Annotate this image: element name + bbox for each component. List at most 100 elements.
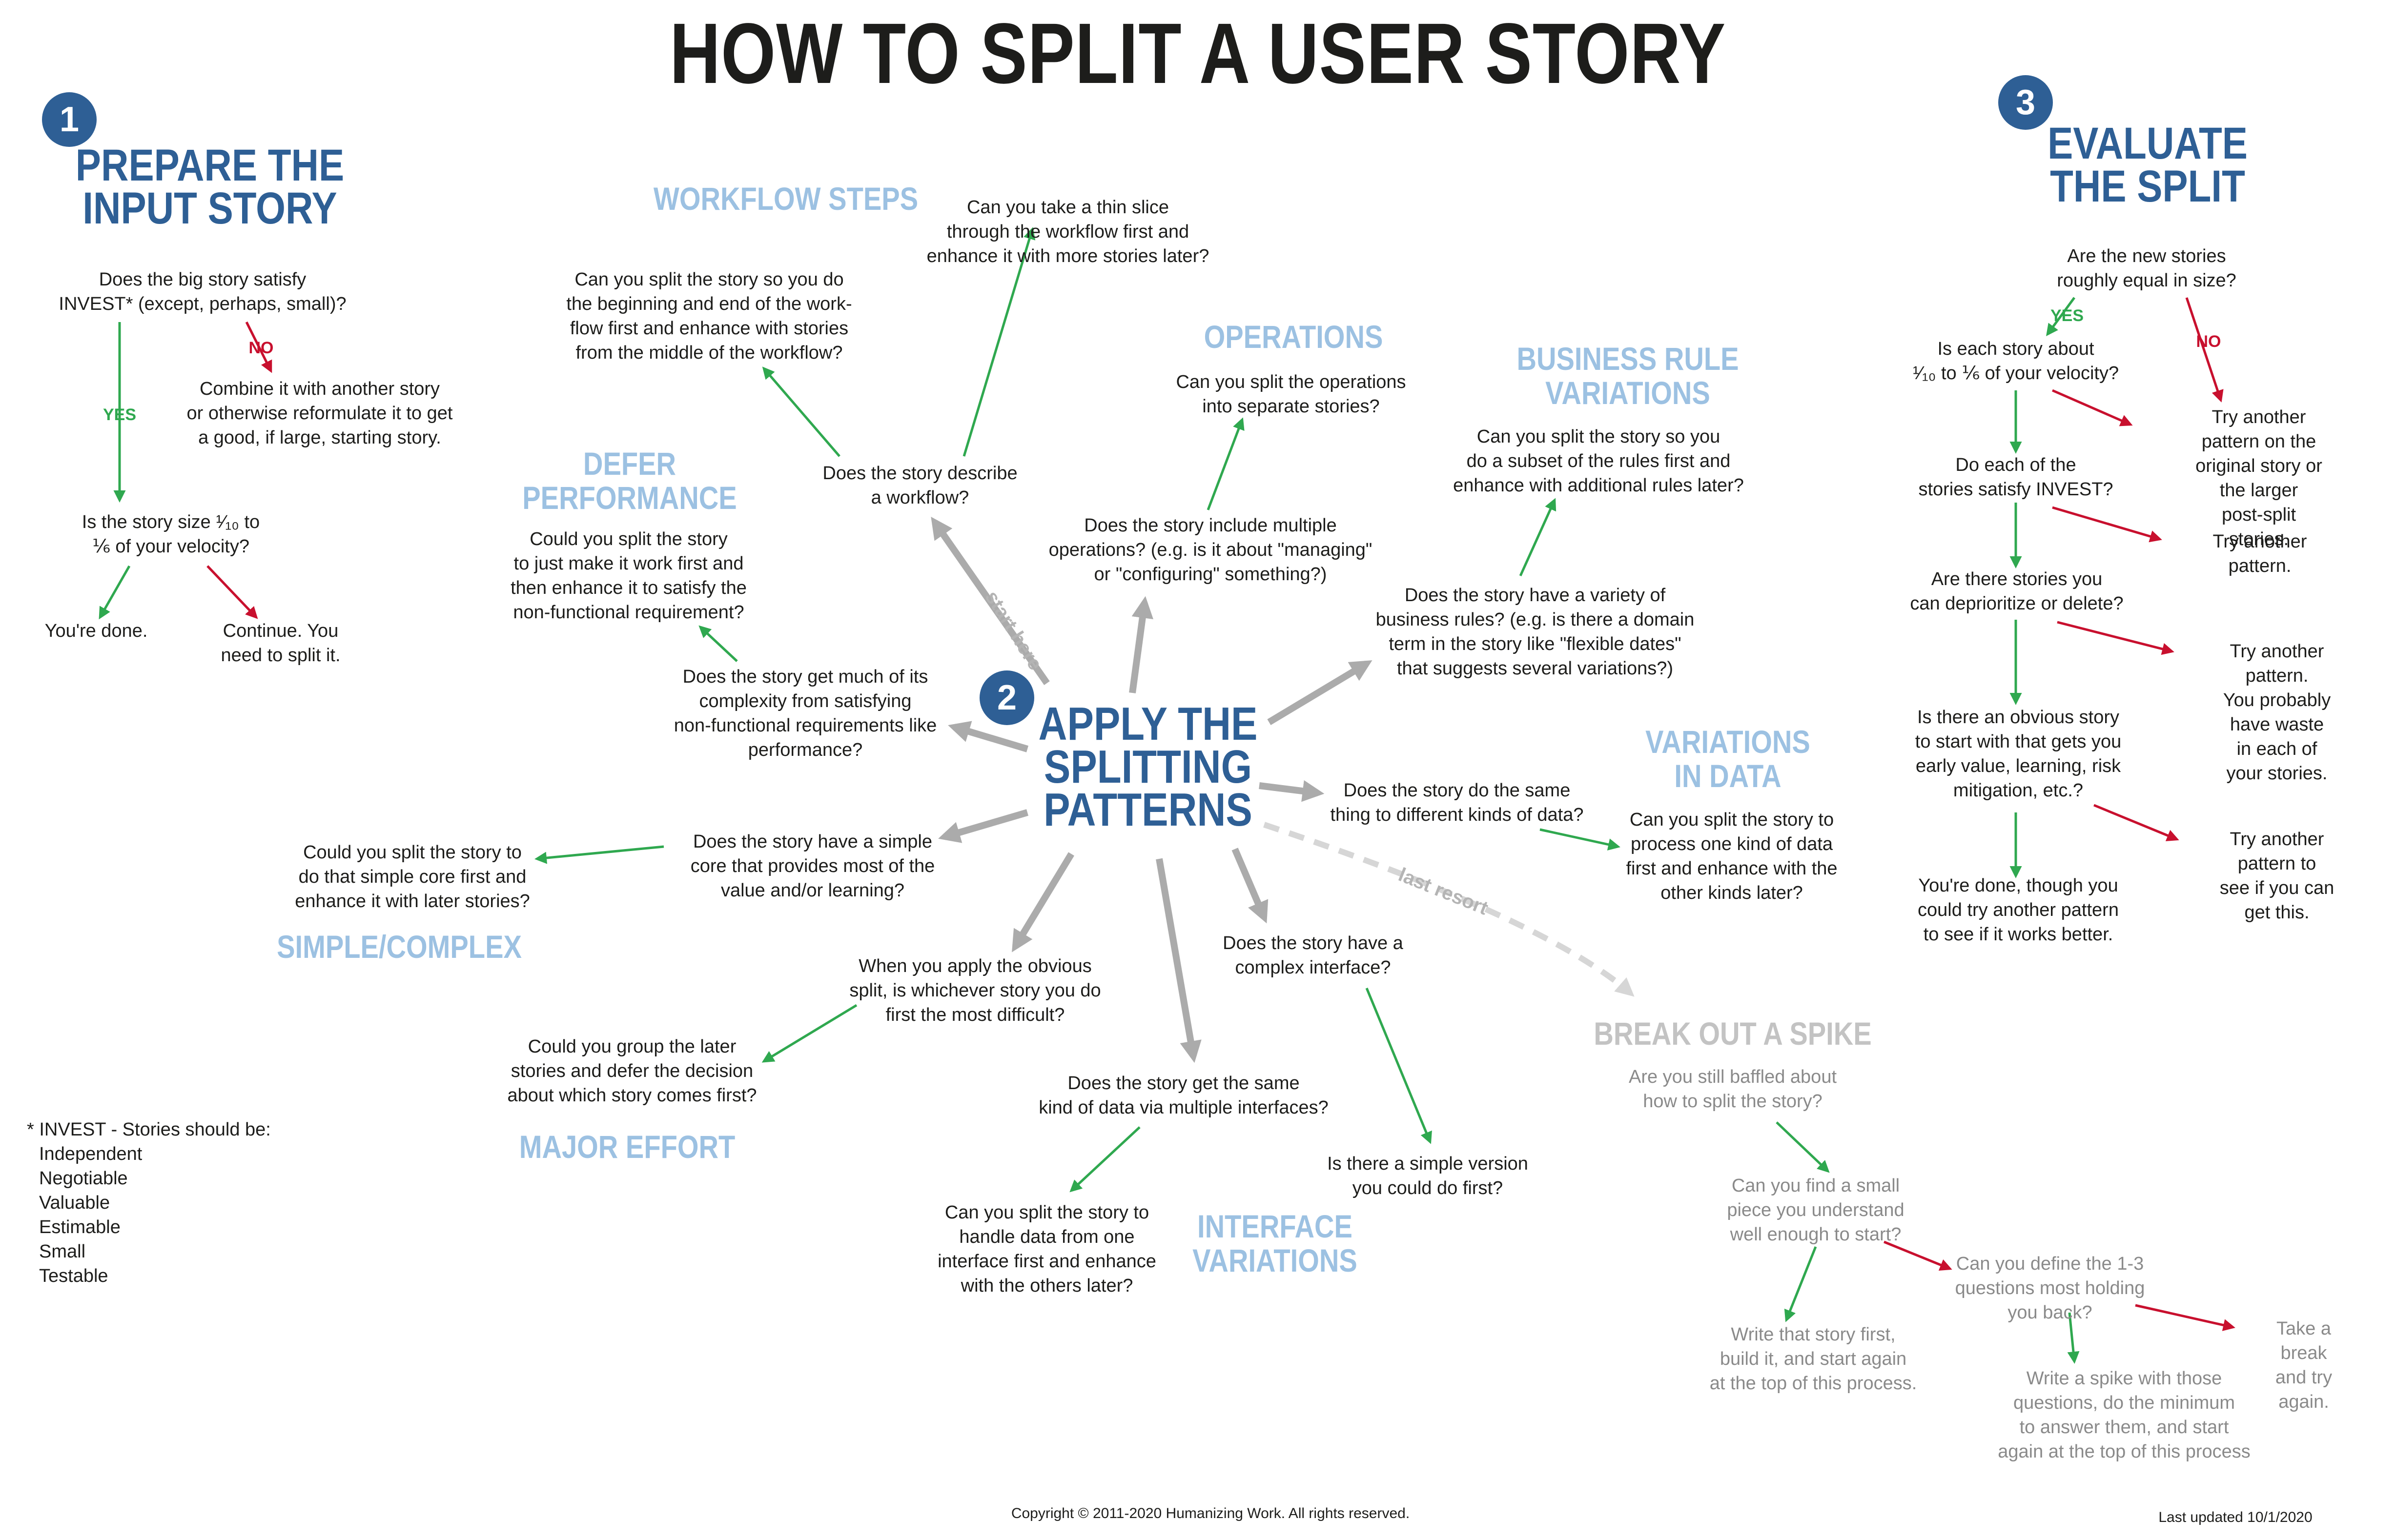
- s3-result-get-this: Try another pattern to see if you can ge…: [2219, 829, 2335, 923]
- defer-answer: Could you split the story to just make i…: [511, 529, 747, 623]
- arrow-workflow-opt1: [762, 366, 840, 457]
- copyright-text: Copyright © 2011-2020 Humanizing Work. A…: [1011, 1505, 1410, 1521]
- spike-heading: BREAK OUT A SPIKE: [1594, 1015, 1872, 1052]
- arrow-spike-3: [1884, 1240, 1952, 1271]
- arrow-s3-r3: [2057, 621, 2174, 655]
- arrow-s3-r2: [2052, 506, 2162, 543]
- spoke-multi-interface: [1156, 858, 1202, 1063]
- s3-question-velocity: Is each story about ¹⁄₁₀ to ⅙ of your ve…: [1912, 339, 2119, 384]
- arrow-data: [1539, 828, 1620, 851]
- workflow-heading: WORKFLOW STEPS: [653, 181, 919, 217]
- arrow-s1-continue: [206, 565, 258, 619]
- page-title: HOW TO SPLIT A USER STORY: [669, 6, 1726, 101]
- spoke-defer: [948, 721, 1029, 752]
- simple-question: Does the story have a simple core that p…: [690, 831, 935, 901]
- section-3-heading: EVALUATE THE SPLIT: [2048, 119, 2248, 211]
- spike-question-define: Can you define the 1-3 questions most ho…: [1955, 1254, 2145, 1323]
- s3-question-invest: Do each of the stories satisfy INVEST?: [1918, 455, 2113, 500]
- step-1-badge: 1: [42, 92, 97, 147]
- invest-item: Small: [39, 1241, 86, 1262]
- arrow-business-rules: [1519, 498, 1556, 577]
- s3-question-equal: Are the new stories roughly equal in siz…: [2057, 246, 2236, 291]
- s3-result-try-another: Try another pattern.: [2212, 531, 2307, 576]
- interface-multi-answer: Can you split the story to handle data f…: [938, 1202, 1156, 1296]
- spike-answer-write-story: Write that story first, build it, and st…: [1709, 1324, 1917, 1394]
- arrow-s3-r4: [2093, 804, 2179, 841]
- spoke-operations: [1129, 596, 1153, 693]
- business-rules-question: Does the story have a variety of busines…: [1375, 585, 1695, 679]
- invest-item: Valuable: [39, 1193, 110, 1213]
- major-question: When you apply the obvious split, is whi…: [849, 956, 1101, 1025]
- business-rules-heading: BUSINESS RULE VARIATIONS: [1516, 341, 1739, 411]
- data-answer: Can you split the story to process one k…: [1626, 810, 1838, 903]
- arrow-operations: [1207, 417, 1245, 510]
- s1-combine-text: Combine it with another story or otherwi…: [186, 379, 453, 448]
- arrow-spike-1: [1776, 1121, 1830, 1173]
- s1-done-text: You're done.: [44, 621, 148, 641]
- arrow-major: [761, 1004, 858, 1063]
- invest-item: Testable: [39, 1266, 108, 1286]
- s3-done-text: You're done, though you could try anothe…: [1918, 875, 2119, 945]
- operations-question: Does the story include multiple operatio…: [1048, 515, 1372, 585]
- s1-yes-label: YES: [102, 405, 137, 424]
- defer-question: Does the story get much of its complexit…: [674, 667, 937, 760]
- spoke-data: [1259, 780, 1325, 802]
- step-3-badge: 3: [1998, 75, 2053, 130]
- spoke-complex-interface: [1231, 848, 1269, 924]
- s1-question-size: Is the story size ¹⁄₁₀ to ⅙ of your velo…: [82, 512, 260, 557]
- arrow-simple: [534, 845, 664, 864]
- spoke-workflow: [931, 516, 1050, 686]
- section-1-heading: PREPARE THE INPUT STORY: [75, 141, 345, 233]
- spike-answer-write-spike: Write a spike with those questions, do t…: [1998, 1368, 2251, 1462]
- business-rules-answer: Can you split the story so you do a subs…: [1453, 426, 1744, 496]
- data-question: Does the story do the same thing to diff…: [1330, 780, 1584, 825]
- invest-item: Estimable: [39, 1217, 121, 1237]
- invest-item: Independent: [39, 1144, 143, 1164]
- major-effort-heading: MAJOR EFFORT: [519, 1129, 736, 1165]
- s3-question-deprioritize: Are there stories you can deprioritize o…: [1910, 569, 2124, 614]
- arrow-s3-yes: [2046, 297, 2076, 337]
- arrow-s1-done: [99, 565, 131, 620]
- s1-question-invest: Does the big story satisfy INVEST* (exce…: [59, 269, 347, 314]
- major-answer: Could you group the later stories and de…: [507, 1036, 757, 1106]
- section-2-heading: APPLY THE SPLITTING PATTERNS: [1038, 698, 1258, 836]
- workflow-opt-thin-slice: Can you take a thin slice through the wo…: [926, 197, 1209, 266]
- spoke-simple: [938, 809, 1028, 843]
- s3-result-waste: Try another pattern. You probably have w…: [2223, 641, 2331, 784]
- arrow-s3-r1: [2051, 389, 2133, 426]
- operations-answer: Can you split the operations into separa…: [1176, 372, 1406, 417]
- interface-multi-question: Does the story get the same kind of data…: [1039, 1073, 1329, 1118]
- arrow-defer: [698, 625, 738, 662]
- arrow-complex-interface: [1365, 988, 1432, 1144]
- arrow-s3-no: [2185, 297, 2224, 403]
- s3-question-obvious: Is there an obvious story to start with …: [1915, 707, 2122, 801]
- operations-heading: OPERATIONS: [1204, 319, 1383, 355]
- arrow-multi-interface: [1069, 1126, 1141, 1193]
- spoke-last-resort: [1263, 822, 1635, 997]
- arrow-spike-2: [1784, 1246, 1817, 1322]
- spoke-business-rules: [1267, 660, 1372, 726]
- s1-continue-text: Continue. You need to split it.: [221, 621, 341, 666]
- s3-yes-label: YES: [2050, 306, 2084, 325]
- invest-item: Negotiable: [39, 1168, 128, 1189]
- arrow-workflow-opt2: [962, 227, 1036, 457]
- arrow-spike-5: [2135, 1304, 2235, 1331]
- spoke-major: [1012, 852, 1074, 952]
- spike-take-break: Take a break and try again.: [2275, 1318, 2333, 1412]
- defer-heading: DEFER PERFORMANCE: [522, 446, 737, 516]
- data-variations-heading: VARIATIONS IN DATA: [1645, 724, 1810, 794]
- s1-no-label: NO: [248, 339, 274, 357]
- workflow-opt-ends-first: Can you split the story so you do the be…: [566, 269, 852, 363]
- interface-variations-heading: INTERFACE VARIATIONS: [1192, 1208, 1357, 1278]
- arrow-s1-no: [245, 321, 272, 373]
- spike-question-baffled: Are you still baffled about how to split…: [1628, 1067, 1837, 1112]
- simple-answer: Could you split the story to do that sim…: [295, 842, 530, 912]
- workflow-question: Does the story describe a workflow?: [822, 463, 1018, 508]
- invest-heading: * INVEST - Stories should be:: [27, 1119, 271, 1140]
- last-updated-text: Last updated 10/1/2020: [2158, 1509, 2313, 1525]
- s3-no-label: NO: [2196, 332, 2221, 351]
- simple-complex-heading: SIMPLE/COMPLEX: [277, 929, 522, 965]
- s3-result-try-larger: Try another pattern on the original stor…: [2195, 407, 2322, 549]
- interface-complex-question: Does the story have a complex interface?: [1223, 933, 1403, 978]
